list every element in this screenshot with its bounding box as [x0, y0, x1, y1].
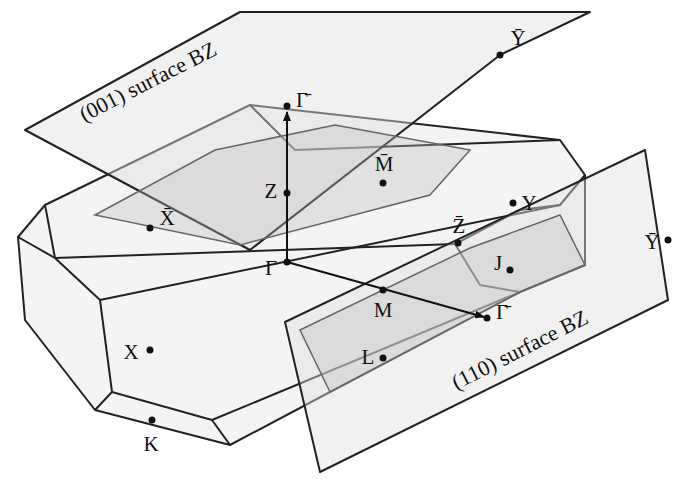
point-label: M — [374, 300, 393, 321]
point-label: Z̄ — [453, 216, 466, 237]
point-label: Ȳ — [510, 28, 525, 49]
point-label: J — [494, 253, 502, 274]
point-label: M̄ — [375, 154, 394, 175]
point-label: K — [143, 434, 158, 455]
point-label: Γ̄ — [296, 90, 308, 111]
point-label: Z — [265, 181, 278, 202]
point-label: Ȳ — [644, 232, 659, 253]
point-label: Γ — [265, 258, 277, 279]
point-label: Y — [521, 193, 536, 214]
point-label: Γ̄ — [496, 302, 508, 323]
point-label: L — [362, 347, 375, 368]
point-label: X̄ — [159, 208, 174, 229]
point-label: X — [123, 342, 138, 363]
